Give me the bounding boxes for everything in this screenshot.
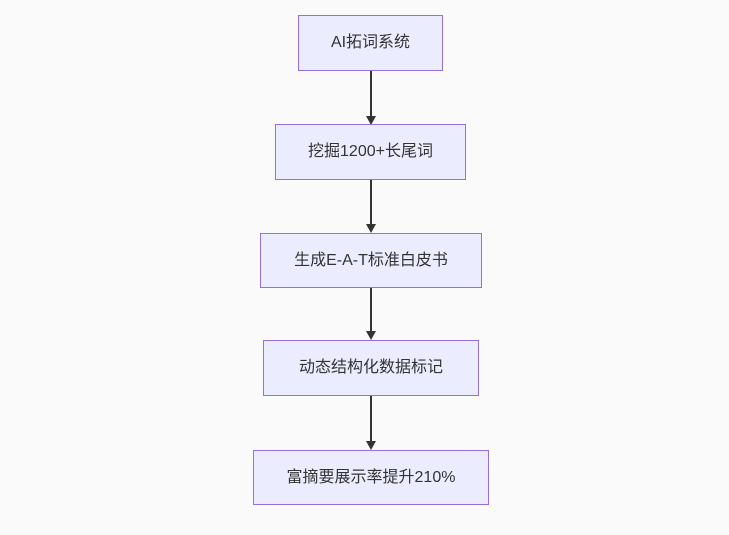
- node-label: 挖掘1200+长尾词: [308, 143, 433, 161]
- flowchart-node-eat-whitepaper: 生成E-A-T标准白皮书: [260, 233, 482, 288]
- flowchart-node-longtail-mining: 挖掘1200+长尾词: [275, 124, 466, 180]
- arrow-line: [370, 71, 372, 116]
- node-label: AI拓词系统: [330, 34, 411, 52]
- flowchart-node-structured-data-markup: 动态结构化数据标记: [263, 340, 479, 396]
- arrow-line: [370, 180, 372, 224]
- flowchart-node-ai-keyword-system: AI拓词系统: [298, 15, 443, 71]
- flow-arrow-1: [365, 71, 377, 125]
- node-label: 动态结构化数据标记: [298, 359, 443, 377]
- arrow-line: [370, 288, 372, 331]
- arrow-head-icon: [366, 116, 376, 125]
- arrow-head-icon: [366, 224, 376, 233]
- node-label: 富摘要展示率提升210%: [286, 468, 456, 486]
- arrow-head-icon: [366, 441, 376, 450]
- arrow-head-icon: [366, 331, 376, 340]
- arrow-line: [370, 396, 372, 441]
- flowchart-node-rich-snippet-result: 富摘要展示率提升210%: [253, 450, 489, 505]
- flow-arrow-4: [365, 396, 377, 450]
- node-label: 生成E-A-T标准白皮书: [294, 251, 448, 269]
- flow-arrow-3: [365, 288, 377, 340]
- flow-arrow-2: [365, 180, 377, 233]
